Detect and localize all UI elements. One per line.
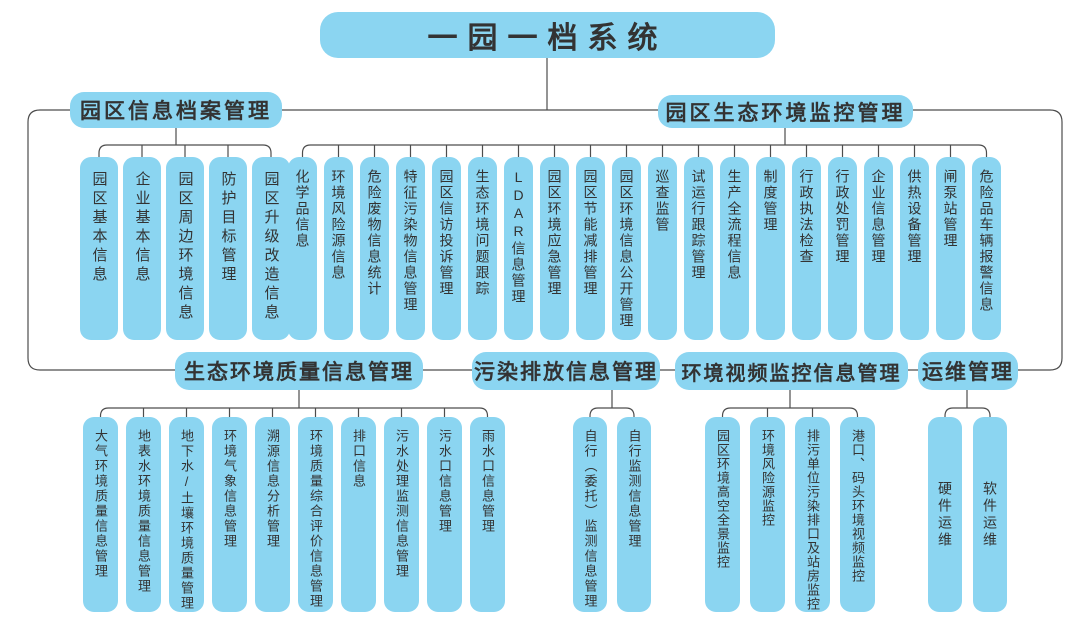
org-node: 生态环境问题跟踪 <box>468 157 497 340</box>
org-node: 软件运维 <box>973 417 1007 612</box>
org-node: 园区环境信息公开管理 <box>612 157 641 340</box>
org-node: 污水处理监测信息管理 <box>384 417 419 612</box>
org-node: 排口信息 <box>341 417 376 612</box>
org-node: 环境风险源信息 <box>324 157 353 340</box>
org-node: 试运行跟踪管理 <box>684 157 713 340</box>
org-node: 园区环境应急管理 <box>540 157 569 340</box>
org-node: 园区升级改造信息 <box>252 157 290 340</box>
org-node: 园区信访投诉管理 <box>432 157 461 340</box>
org-node: 制度管理 <box>756 157 785 340</box>
org-node: 行政处罚管理 <box>828 157 857 340</box>
org-node: 化学品信息 <box>288 157 317 340</box>
branch-header-archive: 园区信息档案管理 <box>70 92 282 128</box>
org-node: 硬件运维 <box>928 417 962 612</box>
branch-header-video: 环境视频监控信息管理 <box>675 352 908 390</box>
org-node: 巡查监管 <box>648 157 677 340</box>
org-node: 闸泵站管理 <box>936 157 965 340</box>
root-node: 一园一档系统 <box>320 12 775 58</box>
org-node: 园区环境高空全景监控 <box>705 417 740 612</box>
org-node: 生产全流程信息 <box>720 157 749 340</box>
org-node: 园区基本信息 <box>80 157 118 340</box>
branch-header-monitoring: 园区生态环境监控管理 <box>658 95 913 128</box>
org-node: 供热设备管理 <box>900 157 929 340</box>
org-node: 溯源信息分析管理 <box>255 417 290 612</box>
org-node: 行政执法检查 <box>792 157 821 340</box>
branch-header-ops: 运维管理 <box>918 352 1018 390</box>
org-node: 园区节能减排管理 <box>576 157 605 340</box>
org-node: 环境气象信息管理 <box>212 417 247 612</box>
org-node: 地下水/土壤环境质量管理 <box>169 417 204 612</box>
org-node: 污水口信息管理 <box>427 417 462 612</box>
org-node: 环境风险源监控 <box>750 417 785 612</box>
org-node: 危险废物信息统计 <box>360 157 389 340</box>
org-node: 港口、码头环境视频监控 <box>840 417 875 612</box>
org-node: 特征污染物信息管理 <box>396 157 425 340</box>
org-node: 自行（委托）监测信息管理 <box>573 417 607 612</box>
org-node: 企业信息管理 <box>864 157 893 340</box>
org-node: LDAR信息管理 <box>504 157 533 340</box>
org-node: 大气环境质量信息管理 <box>83 417 118 612</box>
org-node: 雨水口信息管理 <box>470 417 505 612</box>
branch-header-emission: 污染排放信息管理 <box>472 352 660 390</box>
org-node: 园区周边环境信息 <box>166 157 204 340</box>
org-node: 自行监测信息管理 <box>617 417 651 612</box>
org-node: 危险品车辆报警信息 <box>972 157 1001 340</box>
org-node: 地表水环境质量信息管理 <box>126 417 161 612</box>
org-node: 防护目标管理 <box>209 157 247 340</box>
org-node: 企业基本信息 <box>123 157 161 340</box>
org-node: 排污单位污染排口及站房监控 <box>795 417 830 612</box>
branch-header-quality: 生态环境质量信息管理 <box>175 352 423 390</box>
org-node: 环境质量综合评价信息管理 <box>298 417 333 612</box>
